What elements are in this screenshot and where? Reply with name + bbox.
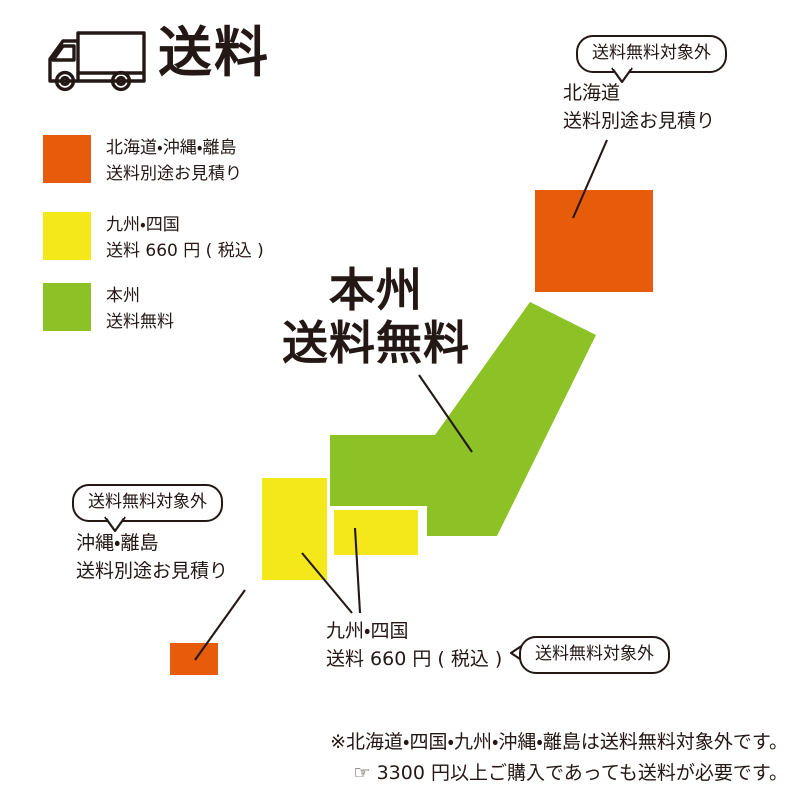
- annotation-hokkaido: 北海道 送料別途お見積り: [563, 80, 715, 135]
- legend-label-kyushu-shikoku: 九州・四国 送料 660 円 ( 税込 ): [106, 212, 264, 264]
- map-region-shikoku: [334, 510, 418, 555]
- footer-line-1: ※北海道・四国・九州・沖縄・離島は送料無料対象外です。: [330, 731, 788, 754]
- map-region-honshu: [330, 302, 596, 536]
- legend-swatch-green: [43, 283, 91, 331]
- map-region-hokkaido: [535, 190, 653, 292]
- map-label-honshu: 本州 送料無料: [282, 263, 470, 371]
- badge-not-eligible-okinawa: 送料無料対象外: [72, 484, 223, 522]
- page-title: 送料: [158, 21, 270, 84]
- bubble-tail-hokkaido-icon: [611, 66, 633, 84]
- badge-text-kyushu-shikoku: 送料無料対象外: [535, 644, 654, 664]
- legend-region-2: 九州・四国: [106, 215, 180, 235]
- badge-not-eligible-hokkaido: 送料無料対象外: [576, 35, 727, 73]
- annotation-kyushu-shikoku: 九州・四国 送料 660 円 ( 税込 ): [326, 618, 502, 673]
- leader-line-kyushu: [301, 552, 353, 614]
- legend-item-kyushu-shikoku: 九州・四国 送料 660 円 ( 税込 ): [43, 212, 264, 264]
- leader-line-hokkaido: [572, 139, 608, 219]
- legend-swatch-orange: [43, 135, 91, 183]
- annotation-hokkaido-line1: 北海道: [563, 82, 621, 104]
- legend-item-honshu: 本州 送料無料: [43, 283, 174, 335]
- footer-notes: ※北海道・四国・九州・沖縄・離島は送料無料対象外です。 ☞ 3300 円以上ご購…: [0, 727, 788, 788]
- legend-fee-3: 送料無料: [106, 311, 174, 332]
- legend-fee-2: 送料 660 円 ( 税込 ): [106, 240, 264, 261]
- leader-line-shikoku: [353, 527, 362, 614]
- map-region-kyushu: [262, 478, 327, 580]
- annotation-okinawa-line2: 送料別途お見積り: [76, 559, 229, 582]
- legend-label-honshu: 本州 送料無料: [106, 283, 174, 335]
- badge-text-hokkaido: 送料無料対象外: [592, 43, 711, 63]
- map-label-honshu-line1: 本州: [329, 263, 423, 317]
- delivery-truck-icon: [48, 31, 146, 92]
- legend-region-1: 北海道・沖縄・離島: [106, 138, 237, 158]
- bubble-tail-okinawa-icon: [104, 515, 126, 533]
- annotation-okinawa: 沖縄・離島 送料別途お見積り: [76, 530, 228, 585]
- badge-text-okinawa: 送料無料対象外: [88, 492, 207, 512]
- legend-region-3: 本州: [106, 286, 140, 306]
- legend-swatch-yellow: [43, 212, 91, 260]
- annotation-kyushu-shikoku-line2: 送料 660 円 ( 税込 ): [326, 647, 503, 670]
- annotation-hokkaido-line2: 送料別途お見積り: [563, 109, 716, 132]
- annotation-kyushu-shikoku-line1: 九州・四国: [326, 620, 409, 642]
- legend-item-hokkaido-okinawa-islands: 北海道・沖縄・離島 送料別途お見積り: [43, 135, 242, 187]
- map-label-honshu-line2: 送料無料: [282, 316, 470, 371]
- legend-label-hokkaido-okinawa-islands: 北海道・沖縄・離島 送料別途お見積り: [106, 135, 242, 187]
- footer-line-2: ☞ 3300 円以上ご購入であっても送料が必要です。: [353, 761, 788, 784]
- badge-not-eligible-kyushu-shikoku: 送料無料対象外: [519, 636, 670, 674]
- leader-line-okinawa: [194, 589, 246, 661]
- map-region-okinawa: [170, 643, 218, 675]
- leader-line-honshu: [418, 374, 473, 453]
- legend-fee-1: 送料別途お見積り: [106, 163, 242, 184]
- annotation-okinawa-line1: 沖縄・離島: [76, 532, 159, 554]
